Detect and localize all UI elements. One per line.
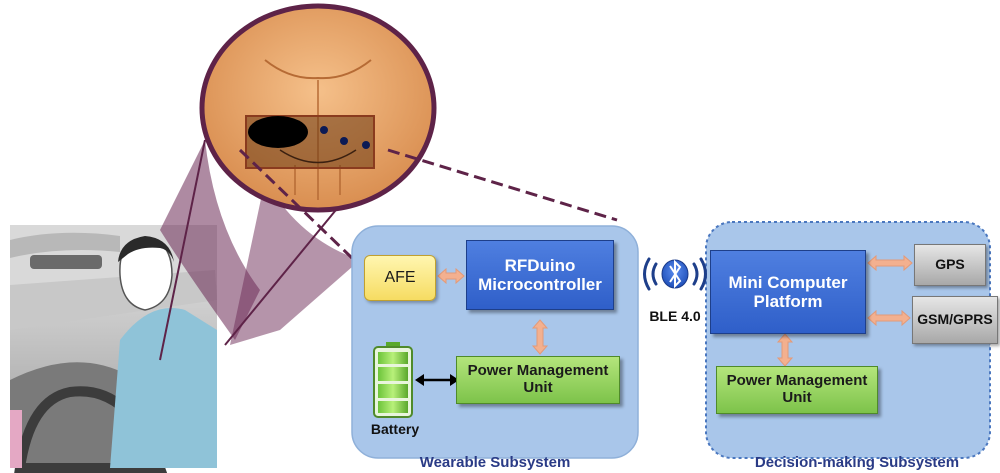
gps-box: GPS xyxy=(914,244,986,286)
mini-computer-label: Mini Computer Platform xyxy=(728,272,848,311)
battery-label: Battery xyxy=(370,421,420,438)
battery-power-arrow xyxy=(415,374,459,386)
afe-rfduino-arrow xyxy=(437,267,465,285)
ble-label: BLE 4.0 xyxy=(649,308,701,325)
wireless-wave-icon xyxy=(643,257,707,291)
dashed-connector-left xyxy=(238,148,354,260)
torso-magnifier xyxy=(199,3,437,213)
gsm-box: GSM/GPRS xyxy=(912,296,998,344)
decision-caption: Decision-making Subsystem xyxy=(754,454,960,472)
battery-icon xyxy=(373,342,413,418)
mini-gps-arrow xyxy=(867,254,913,272)
gps-label: GPS xyxy=(935,256,965,273)
afe-box: AFE xyxy=(364,255,436,301)
mini-computer-box: Mini Computer Platform xyxy=(710,250,866,334)
dashed-connector-right xyxy=(387,148,618,222)
rfduino-label: RFDuino Microcontroller xyxy=(478,255,602,294)
wearable-caption: Wearable Subsystem xyxy=(419,454,571,472)
gsm-label: GSM/GPRS xyxy=(917,311,993,328)
rfduino-power-arrow xyxy=(531,319,549,355)
wearable-power-label: Power Management Unit xyxy=(467,362,609,396)
sensor-device xyxy=(248,116,308,148)
decision-power-label: Power Management Unit xyxy=(726,372,868,406)
decision-power-box: Power Management Unit xyxy=(716,366,878,414)
rfduino-box: RFDuino Microcontroller xyxy=(466,240,614,310)
mini-gsm-arrow xyxy=(867,309,911,327)
bluetooth-icon xyxy=(661,259,689,289)
afe-label: AFE xyxy=(384,269,416,287)
wearable-power-box: Power Management Unit xyxy=(456,356,620,404)
